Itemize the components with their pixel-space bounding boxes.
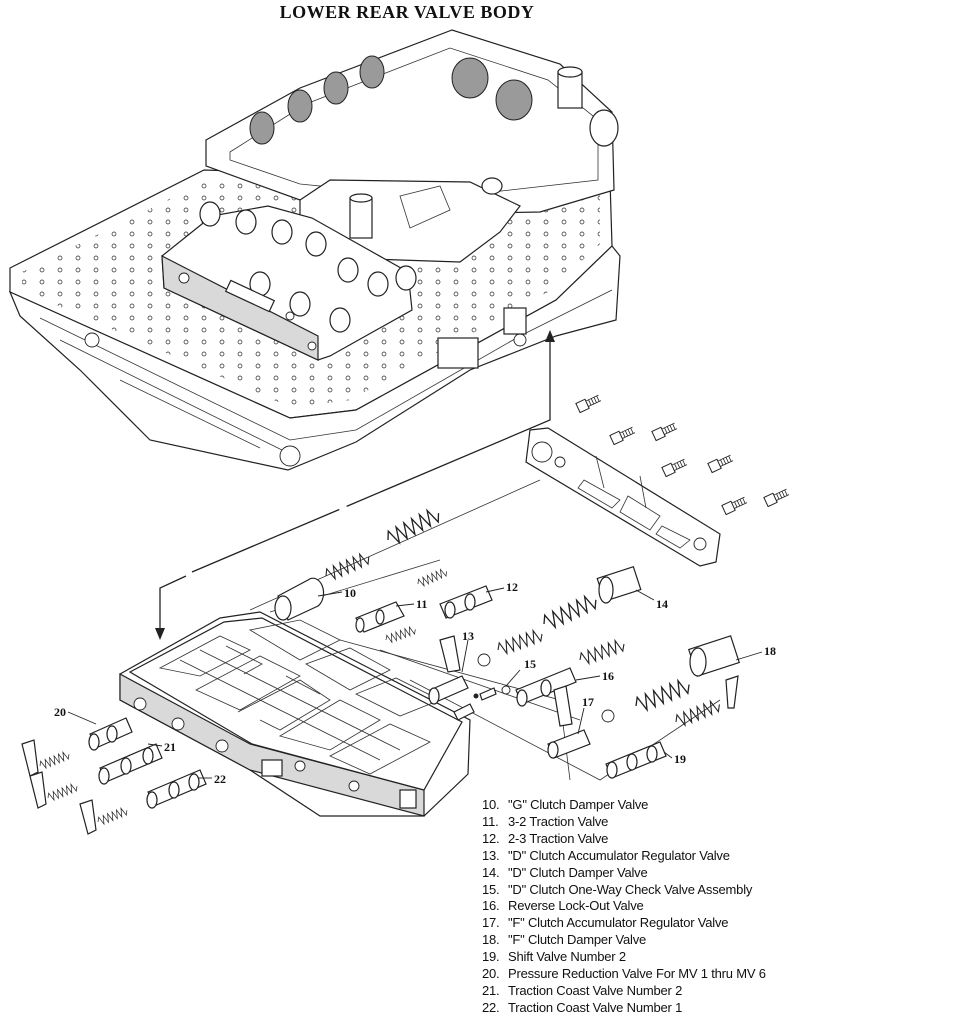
callout-19: 19 xyxy=(674,752,686,766)
callout-leaders xyxy=(67,587,763,779)
callout-17: 17 xyxy=(582,695,594,709)
legend-item: 10."G" Clutch Damper Valve xyxy=(482,797,649,812)
legend-item: 13."D" Clutch Accumulator Regulator Valv… xyxy=(482,847,730,863)
lower-valve-body xyxy=(119,611,471,817)
callout-21: 21 xyxy=(164,740,176,754)
legend-item: 17."F" Clutch Accumulator Regulator Valv… xyxy=(482,915,729,931)
legend-item: 14."D" Clutch Damper Valve xyxy=(482,864,648,880)
legend-item: 11.3-2 Traction Valve xyxy=(482,813,609,829)
callout-14: 14 xyxy=(656,597,668,611)
legend-item: 21.Traction Coast Valve Number 2 xyxy=(482,982,683,998)
callout-13: 13 xyxy=(462,629,474,643)
callout-22: 22 xyxy=(214,772,226,786)
assembly-arrow xyxy=(155,330,555,640)
callout-20: 20 xyxy=(54,705,66,719)
legend-item: 12.2-3 Traction Valve xyxy=(482,830,609,846)
page-title: LOWER REAR VALVE BODY xyxy=(279,2,535,22)
legend-item: 22.Traction Coast Valve Number 1 xyxy=(482,999,683,1015)
legend-item: 19.Shift Valve Number 2 xyxy=(482,949,626,965)
exploded-valve-parts xyxy=(21,505,741,835)
callout-12: 12 xyxy=(506,580,518,594)
legend-item: 18."F" Clutch Damper Valve xyxy=(482,932,647,948)
callout-18: 18 xyxy=(764,644,776,658)
callout-15: 15 xyxy=(524,657,536,671)
callout-16: 16 xyxy=(602,669,614,683)
callout-11: 11 xyxy=(416,597,427,611)
legend-item: 20.Pressure Reduction Valve For MV 1 thr… xyxy=(482,966,766,982)
legend-item: 15."D" Clutch One-Way Check Valve Assemb… xyxy=(482,881,753,897)
parts-legend: 10."G" Clutch Damper Valve 11.3-2 Tracti… xyxy=(482,797,952,1017)
callout-numbers: 10 11 12 14 13 15 16 17 18 19 20 21 22 xyxy=(54,580,776,786)
legend-item: 16.Reverse Lock-Out Valve xyxy=(482,898,644,914)
callout-10: 10 xyxy=(344,586,356,600)
upper-valve-body-assembly xyxy=(8,29,621,471)
cover-plate xyxy=(525,392,791,567)
